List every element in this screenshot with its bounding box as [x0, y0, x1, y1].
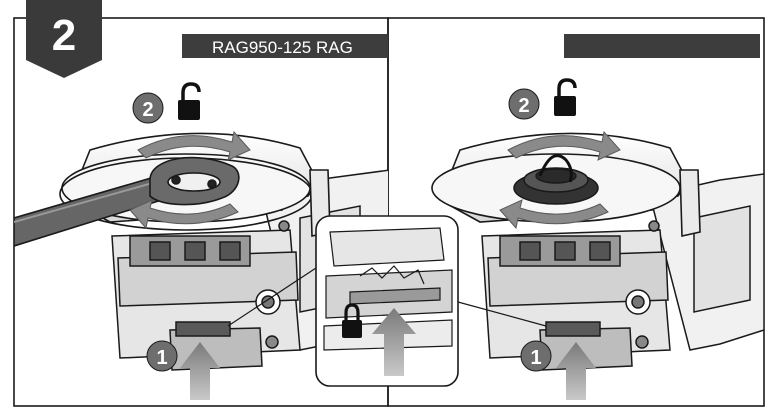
- spanner-wrench: [14, 156, 240, 247]
- lock-icon: [342, 303, 362, 338]
- push-arrow-icon: [372, 308, 416, 376]
- callout-2-right: 2: [508, 88, 540, 120]
- callout-2-left-number: 2: [142, 99, 153, 121]
- step-badge: 2: [26, 0, 102, 78]
- rotation-arrows-left: [129, 130, 251, 230]
- callout-1-left: 1: [146, 340, 178, 372]
- model-banner-right: [564, 34, 760, 58]
- grinder-body-right: [649, 173, 764, 351]
- gear-housing-left: [111, 220, 301, 371]
- push-arrow-icon: [180, 342, 220, 400]
- right-panel: 2 1: [431, 34, 764, 400]
- model-banner-left-text: RAG950-125 RAG: [212, 38, 353, 57]
- unlock-icon: [178, 82, 201, 120]
- detail-callout: [227, 215, 547, 387]
- callout-2-left: 2: [132, 92, 164, 124]
- callout-1-right: 1: [520, 340, 552, 372]
- rotation-arrows-right: [499, 130, 621, 230]
- spindle-lock-button-right: [545, 321, 601, 337]
- unlock-icon: [554, 78, 577, 116]
- spindle-lock-button-left: [175, 321, 231, 337]
- push-arrow-icon: [556, 342, 596, 400]
- step-number: 2: [52, 11, 76, 60]
- flange-nut-right: [513, 154, 599, 205]
- callout-1-left-number: 1: [156, 347, 167, 369]
- callout-1-right-number: 1: [530, 347, 541, 369]
- callout-2-right-number: 2: [518, 95, 529, 117]
- model-banner-left: RAG950-125 RAG: [182, 34, 388, 58]
- lock-pin-detail: [349, 287, 441, 305]
